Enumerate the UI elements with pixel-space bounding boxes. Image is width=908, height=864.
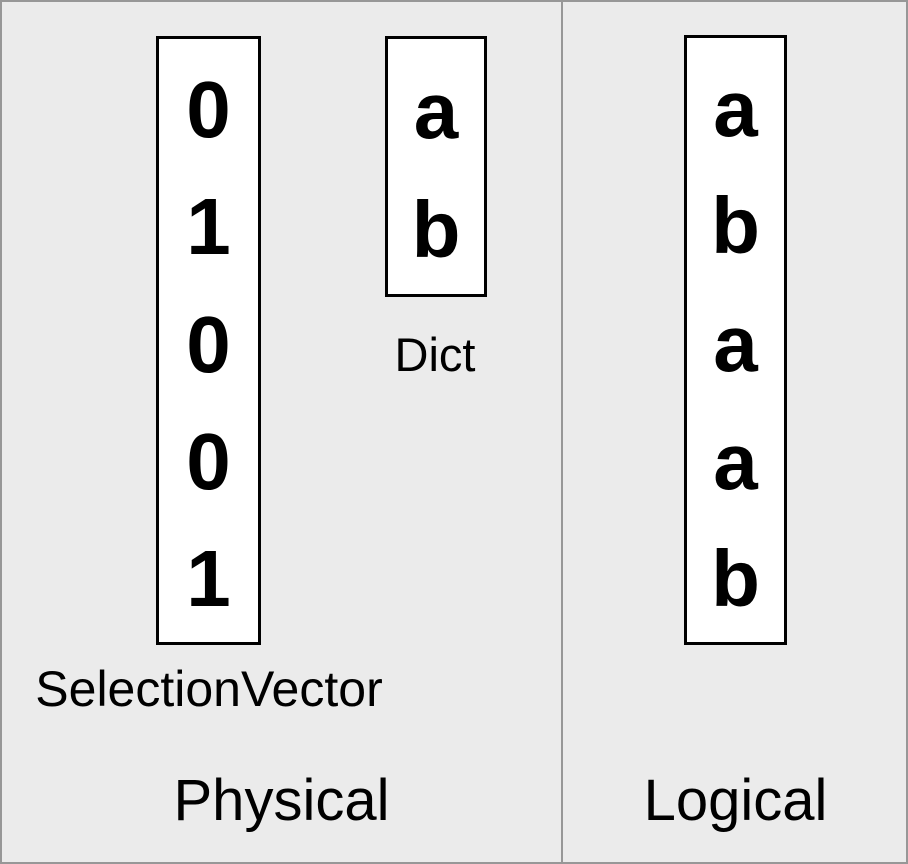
selection-vector-column: 0 1 0 0 1 [156,36,261,645]
logical-panel-title: Logical [643,768,828,833]
selection-vector-label: SelectionVector [35,661,383,717]
logical-cell: b [711,181,760,271]
dict-column: a b [385,36,487,297]
selection-vector-cell: 0 [186,64,231,154]
logical-cell: a [713,298,758,388]
logical-cell: b [711,534,760,624]
logical-column: a b a a b [684,35,787,645]
panel-divider [561,2,563,862]
selection-vector-cell: 1 [186,182,231,272]
logical-cell: a [713,416,758,506]
selection-vector-cell: 0 [186,299,231,389]
selection-vector-cell: 1 [186,534,231,624]
dict-cell: a [413,65,459,155]
dict-label: Dict [394,328,476,381]
physical-panel-title: Physical [173,768,390,833]
logical-cell: a [713,63,758,153]
selection-vector-cell: 0 [186,416,231,506]
dict-cell: b [411,185,461,275]
